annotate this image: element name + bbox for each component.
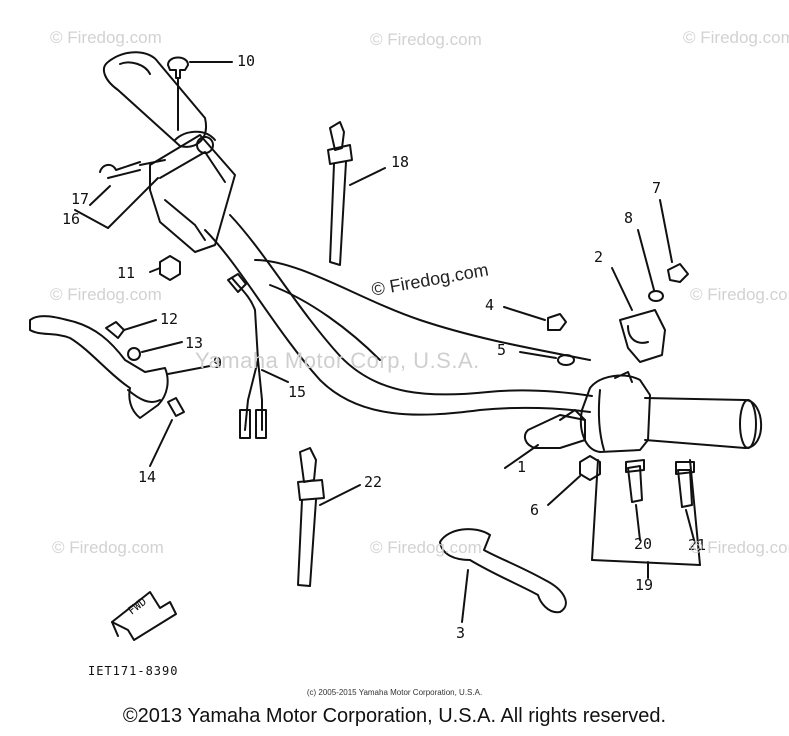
screw-10 [167,56,189,79]
callout-14: 14 [138,468,157,486]
callout-16: 16 [62,210,81,228]
watermark-low-center: © Firedog.com [370,538,482,557]
callout-6: 6 [530,501,540,519]
watermark-top-center: © Firedog.com [370,30,482,49]
callout-15: 15 [288,383,307,401]
callout-21: 21 [688,536,707,554]
callout-11: 11 [117,264,136,282]
washer-5 [557,354,575,366]
callout-17: 17 [71,190,90,208]
watermark-mid-right: © Firedog.com [690,285,789,304]
pin-14 [167,397,185,417]
brake-lever-3 [439,528,567,614]
callout-3: 3 [456,624,466,642]
screw-21 [677,469,693,508]
callout-8: 8 [624,209,634,227]
callout-2: 2 [594,248,604,266]
screw-7 [667,263,689,283]
nut-6 [579,455,601,481]
tie-band-18 [329,121,345,151]
washer-8 [648,290,664,302]
bolt-12 [105,321,125,339]
callout-10: 10 [237,52,256,70]
nut-11 [159,255,181,281]
screw-17 [99,161,141,173]
callout-19: 19 [635,576,654,594]
watermark-top-left: © Firedog.com [50,28,162,47]
callout-5: 5 [497,341,507,359]
clamp-2 [619,309,666,363]
lever-bracket-1 [523,414,586,449]
watermark-low-right: © Firedog.com [690,538,789,557]
copyright-small: (c) 2005-2015 Yamaha Motor Corporation, … [306,688,483,697]
fwd-arrow [111,591,177,641]
watermark-center: Yamaha Motor Corp, U.S.A. [195,348,480,373]
washer-13 [127,347,141,361]
copyright-footer: ©2013 Yamaha Motor Corporation, U.S.A. A… [122,705,667,727]
callout-1: 1 [517,458,527,476]
part-number: IET171-8390 [88,664,179,678]
screw-20 [627,465,643,503]
callout-12: 12 [160,310,179,328]
watermark-top-right: © Firedog.com [683,28,789,47]
screw-4 [547,313,567,331]
handlebar-tube [204,229,591,416]
wire-harness-15 [231,277,263,401]
watermark-mid-left: © Firedog.com [50,285,162,304]
callout-7: 7 [652,179,662,197]
watermark-low-left: © Firedog.com [52,538,164,557]
callout-18: 18 [391,153,410,171]
callout-13: 13 [185,334,204,352]
callout-22: 22 [364,473,383,491]
left-grip [102,51,207,148]
right-switch-housing [580,374,651,453]
tie-band-22 [299,447,317,483]
callout-9: 9 [213,354,223,372]
left-switch-housing [149,134,236,253]
callout-20: 20 [634,535,653,553]
clutch-lever [29,315,169,419]
callout-4: 4 [485,296,495,314]
